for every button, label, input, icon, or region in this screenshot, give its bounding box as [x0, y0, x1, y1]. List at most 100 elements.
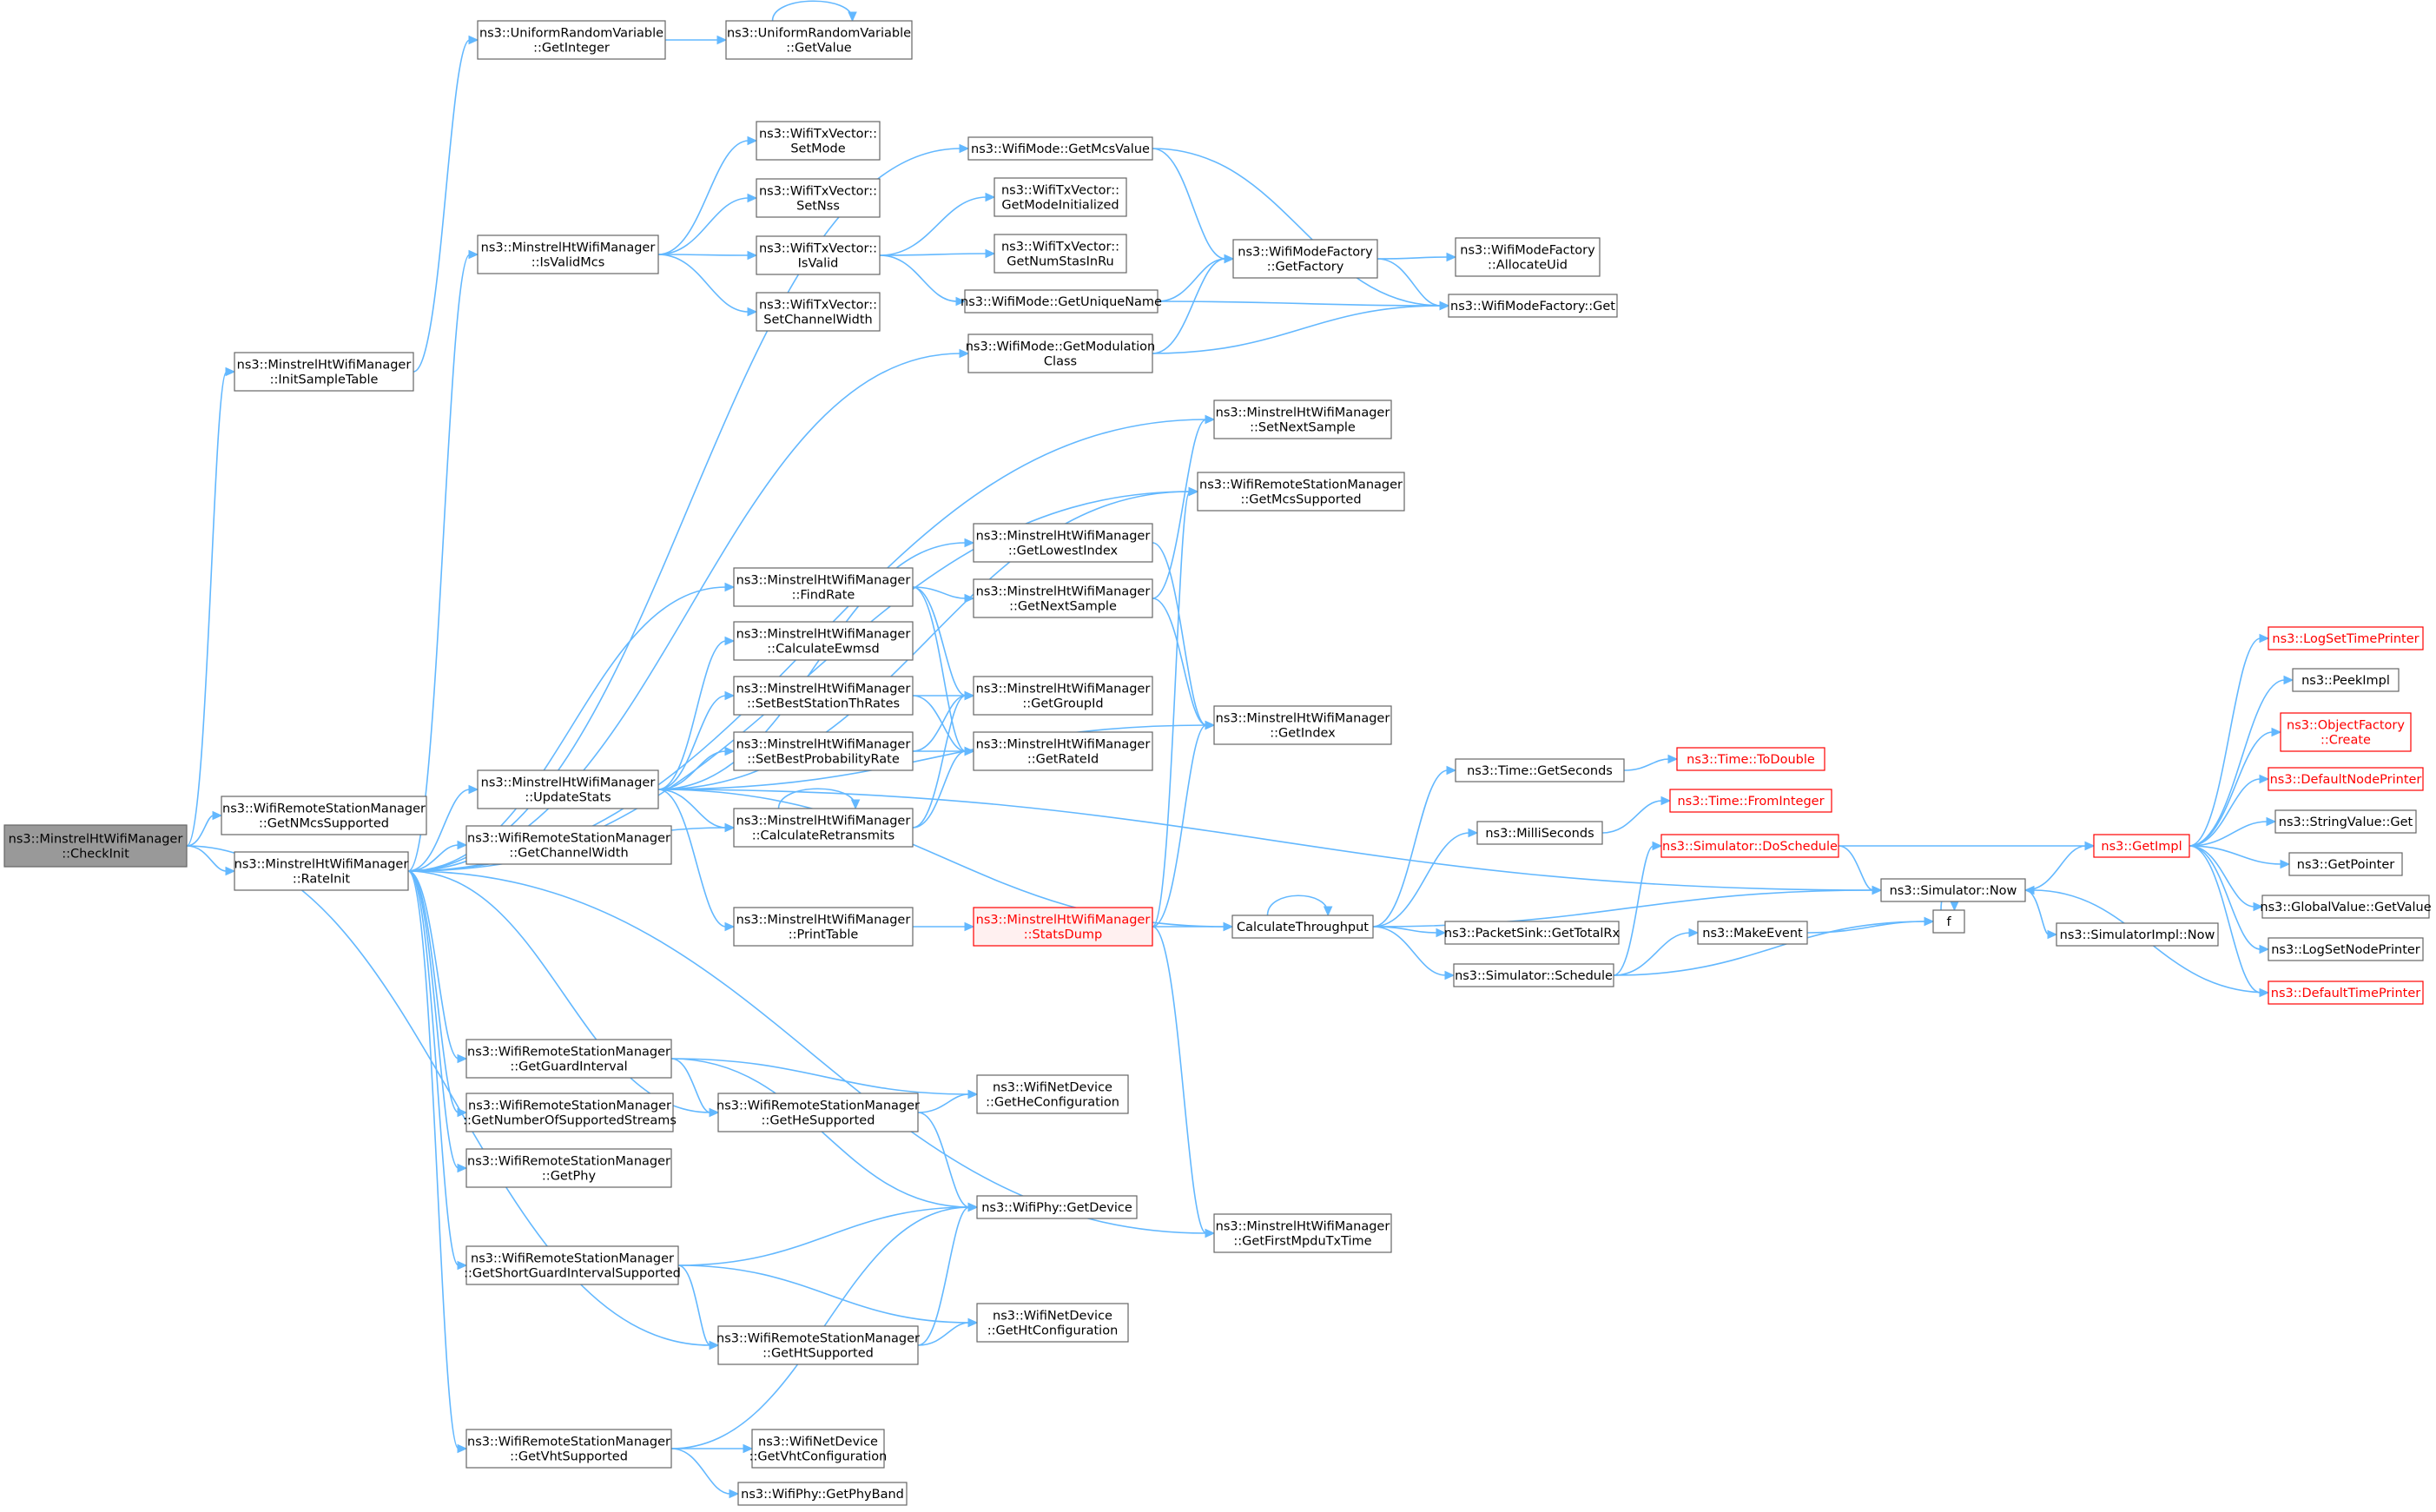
node-sim-doschedule[interactable]: ns3::Simulator::DoSchedule	[1660, 834, 1839, 858]
node-nd-htconf[interactable]: ns3::WifiNetDevice::GetHtConfiguration	[976, 1303, 1129, 1343]
node-setnextsample[interactable]: ns3::MinstrelHtWifiManager::SetNextSampl…	[1213, 399, 1392, 439]
edge-isvalidmcs-to-tx-isvalid	[657, 250, 758, 261]
node-getphy[interactable]: ns3::WifiRemoteStationManager::GetPhy	[465, 1148, 672, 1188]
node-statsdump[interactable]: ns3::MinstrelHtWifiManager::StatsDump	[973, 907, 1153, 947]
node-urv-getint[interactable]: ns3::UniformRandomVariable::GetInteger	[477, 20, 666, 60]
node-label: ns3::Simulator::Now	[1890, 884, 2017, 898]
node-label: ns3::LogSetNodePrinter	[2271, 943, 2420, 957]
edge-getimpl-to-objfactory	[2188, 727, 2282, 847]
node-strvalue[interactable]: ns3::StringValue::Get	[2274, 809, 2417, 834]
node-setbestth[interactable]: ns3::MinstrelHtWifiManager::SetBestStati…	[733, 676, 914, 716]
node-findrate[interactable]: ns3::MinstrelHtWifiManager::FindRate	[733, 567, 914, 607]
node-mf-getfactory[interactable]: ns3::WifiModeFactory::GetFactory	[1232, 239, 1378, 279]
node-label: Class	[1044, 355, 1077, 369]
node-urv-getval[interactable]: ns3::UniformRandomVariable::GetValue	[725, 20, 913, 60]
node-label: ns3::MinstrelHtWifiManager	[976, 914, 1151, 928]
node-time-fromint[interactable]: ns3::Time::FromInteger	[1669, 789, 1832, 813]
node-ps-gettotalrx[interactable]: ns3::PacketSink::GetTotalRx	[1444, 921, 1621, 945]
node-label: ::GetShortGuardIntervalSupported	[464, 1267, 681, 1281]
node-tx-setnss[interactable]: ns3::WifiTxVector::SetNss	[756, 178, 881, 218]
node-label: ns3::UniformRandomVariable	[727, 27, 911, 41]
node-defnodeprinter[interactable]: ns3::DefaultNodePrinter	[2268, 767, 2424, 791]
node-checkinit[interactable]: ns3::MinstrelHtWifiManager::CheckInit	[3, 824, 188, 868]
node-getgroupid[interactable]: ns3::MinstrelHtWifiManager::GetGroupId	[973, 676, 1153, 716]
node-time-getsec[interactable]: ns3::Time::GetSeconds	[1455, 758, 1625, 782]
node-phy-getband[interactable]: ns3::WifiPhy::GetPhyBand	[737, 1482, 908, 1506]
node-box	[733, 621, 914, 661]
node-label: ns3::WifiTxVector::	[759, 128, 877, 142]
node-getrateid[interactable]: ns3::MinstrelHtWifiManager::GetRateId	[973, 731, 1153, 771]
edge-printtable-to-statsdump	[912, 921, 975, 932]
node-label: ns3::WifiRemoteStationManager	[1199, 479, 1403, 492]
node-label: ns3::MinstrelHtWifiManager	[481, 776, 656, 790]
node-getnumstreams[interactable]: ns3::WifiRemoteStationManager::GetNumber…	[463, 1093, 677, 1132]
edge-makeevent-to-f	[1806, 916, 1935, 934]
node-getnmcs[interactable]: ns3::WifiRemoteStationManager::GetNMcsSu…	[221, 796, 427, 835]
node-f[interactable]: f	[1932, 909, 1965, 934]
node-time-todouble[interactable]: ns3::Time::ToDouble	[1676, 747, 1825, 771]
node-globalvalue[interactable]: ns3::GlobalValue::GetValue	[2260, 895, 2432, 919]
node-isvalidmcs[interactable]: ns3::MinstrelHtWifiManager::IsValidMcs	[477, 234, 659, 274]
node-peekimpl[interactable]: ns3::PeekImpl	[2292, 668, 2400, 692]
node-getindex[interactable]: ns3::MinstrelHtWifiManager::GetIndex	[1213, 705, 1392, 745]
node-gethe[interactable]: ns3::WifiRemoteStationManager::GetHeSupp…	[716, 1093, 920, 1132]
node-mf-alloc[interactable]: ns3::WifiModeFactory::AllocateUid	[1455, 237, 1601, 277]
node-label: f	[1946, 915, 1951, 929]
node-calcretrans[interactable]: ns3::MinstrelHtWifiManager::CalculateRet…	[733, 808, 914, 848]
node-sim-now[interactable]: ns3::Simulator::Now	[1880, 878, 2026, 902]
node-updatestats[interactable]: ns3::MinstrelHtWifiManager::UpdateStats	[477, 769, 659, 809]
node-setbestprob[interactable]: ns3::MinstrelHtWifiManager::SetBestProba…	[733, 731, 914, 771]
node-tx-isvalid[interactable]: ns3::WifiTxVector::IsValid	[756, 235, 881, 275]
node-calcthroughput[interactable]: CalculateThroughput	[1231, 914, 1374, 939]
node-simimpl-now[interactable]: ns3::SimulatorImpl::Now	[2056, 922, 2219, 947]
node-tx-getmodeinit[interactable]: ns3::WifiTxVector::GetModeInitialized	[994, 177, 1127, 217]
node-objfactory[interactable]: ns3::ObjectFactory::Create	[2280, 712, 2412, 752]
node-phy-getdev[interactable]: ns3::WifiPhy::GetDevice	[976, 1195, 1138, 1219]
node-tx-getnumsta[interactable]: ns3::WifiTxVector::GetNumStasInRu	[994, 234, 1127, 274]
edge-statsdump-to-getfirstmpdu	[1152, 926, 1216, 1238]
node-box	[1476, 821, 1603, 845]
node-sim-schedule[interactable]: ns3::Simulator::Schedule	[1453, 963, 1614, 987]
node-label: ns3::WifiTxVector::	[1001, 184, 1119, 198]
node-getsgi[interactable]: ns3::WifiRemoteStationManager::GetShortG…	[464, 1245, 681, 1285]
node-getchwidth[interactable]: ns3::WifiRemoteStationManager::GetChanne…	[465, 825, 672, 865]
node-tx-setmode[interactable]: ns3::WifiTxVector::SetMode	[756, 121, 881, 161]
edge-rateinit-to-updatestats	[407, 784, 479, 872]
node-label: ns3::WifiRemoteStationManager	[467, 1436, 670, 1449]
node-milliseconds[interactable]: ns3::MilliSeconds	[1476, 821, 1603, 845]
node-rateinit[interactable]: ns3::MinstrelHtWifiManager::RateInit	[234, 851, 409, 891]
node-box	[2268, 937, 2424, 961]
node-nd-heconf[interactable]: ns3::WifiNetDevice::GetHeConfiguration	[976, 1074, 1129, 1114]
node-mode-getuname[interactable]: ns3::WifiMode::GetUniqueName	[961, 289, 1162, 314]
node-box	[221, 796, 427, 835]
node-nd-vhtconf[interactable]: ns3::WifiNetDevice::GetVhtConfiguration	[749, 1429, 888, 1469]
edge-sim-doschedule-to-getimpl	[1838, 841, 2096, 851]
node-getpointer[interactable]: ns3::GetPointer	[2288, 852, 2403, 876]
node-getvht[interactable]: ns3::WifiRemoteStationManager::GetVhtSup…	[465, 1429, 672, 1469]
node-logsetnode[interactable]: ns3::LogSetNodePrinter	[2268, 937, 2424, 961]
node-tx-setcw[interactable]: ns3::WifiTxVector::SetChannelWidth	[756, 292, 881, 332]
node-getguard[interactable]: ns3::WifiRemoteStationManager::GetGuardI…	[465, 1039, 672, 1079]
node-mode-getmcs[interactable]: ns3::WifiMode::GetMcsValue	[967, 136, 1153, 161]
node-mf-get[interactable]: ns3::WifiModeFactory::Get	[1448, 294, 1618, 318]
node-getimpl[interactable]: ns3::GetImpl	[2093, 834, 2190, 858]
edge-sim-now-to-getimpl	[2024, 841, 2096, 891]
node-box	[725, 20, 913, 60]
node-box	[465, 825, 672, 865]
node-getfirstmpdu[interactable]: ns3::MinstrelHtWifiManager::GetFirstMpdu…	[1213, 1213, 1392, 1253]
node-logsettime[interactable]: ns3::LogSetTimePrinter	[2268, 626, 2424, 650]
node-printtable[interactable]: ns3::MinstrelHtWifiManager::PrintTable	[733, 907, 914, 947]
node-initsample[interactable]: ns3::MinstrelHtWifiManager::InitSampleTa…	[234, 352, 414, 392]
edge-tx-isvalid-to-tx-getmodeinit	[879, 192, 996, 256]
node-label: ::AllocateUid	[1488, 259, 1568, 273]
node-box	[2280, 712, 2412, 752]
node-calcewmsd[interactable]: ns3::MinstrelHtWifiManager::CalculateEwm…	[733, 621, 914, 661]
node-getlowest[interactable]: ns3::MinstrelHtWifiManager::GetLowestInd…	[973, 523, 1153, 563]
node-getmcssupp[interactable]: ns3::WifiRemoteStationManager::GetMcsSup…	[1197, 472, 1405, 512]
node-getnextsample[interactable]: ns3::MinstrelHtWifiManager::GetNextSampl…	[973, 578, 1153, 618]
node-deftimeprinter[interactable]: ns3::DefaultTimePrinter	[2268, 980, 2424, 1005]
node-label: ns3::MinstrelHtWifiManager	[736, 683, 911, 697]
node-makeevent[interactable]: ns3::MakeEvent	[1697, 921, 1808, 945]
node-getht[interactable]: ns3::WifiRemoteStationManager::GetHtSupp…	[716, 1325, 920, 1365]
